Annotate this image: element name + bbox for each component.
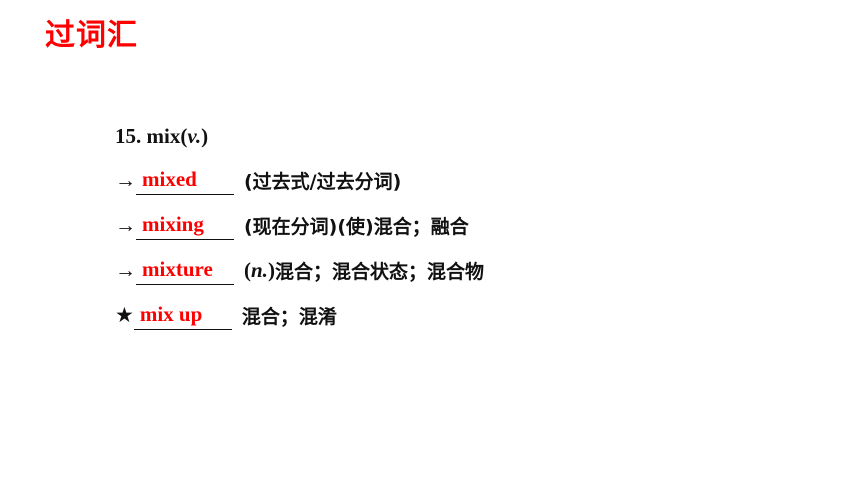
item-pos: n.	[251, 258, 268, 282]
star-icon: ★	[115, 303, 134, 327]
arrow-icon: →	[115, 213, 136, 237]
vocabulary-entry: 15. mix ( v. ) → mixed (过去式/过去分词) → mixi…	[115, 116, 815, 338]
answer-blank: mixture	[136, 256, 234, 285]
entry-heading: 15. mix ( v. )	[115, 116, 815, 156]
list-item: → mixture ( n. ) 混合；混合状态；混合物	[115, 248, 815, 293]
list-item: → mixing (现在分词)(使)混合；融合	[115, 203, 815, 248]
answer-text: mixing	[142, 212, 204, 236]
item-note: 混合；混合状态；混合物	[274, 261, 484, 283]
page-title: 过词汇	[45, 18, 138, 53]
arrow-icon: →	[115, 168, 136, 192]
list-item: ★ mix up 混合；混淆	[115, 293, 815, 338]
entry-number: 15.	[115, 123, 142, 148]
answer-text: mix up	[139, 302, 203, 326]
arrow-icon: →	[115, 258, 136, 282]
answer-blank: mix up	[133, 301, 232, 330]
item-note: (现在分词)(使)混合；融合	[244, 216, 469, 238]
item-note: (过去式/过去分词)	[244, 171, 402, 193]
item-pos-close: )	[267, 258, 275, 282]
item-pos-open: (	[244, 258, 251, 282]
answer-text: mixed	[142, 167, 197, 191]
entry-pos-open: (	[180, 123, 188, 148]
entry-pos: v.	[187, 123, 202, 148]
answer-blank: mixing	[136, 211, 234, 240]
entry-pos-close: )	[201, 123, 209, 148]
entry-word: mix	[146, 123, 181, 148]
answer-text: mixture	[142, 257, 213, 281]
list-item: → mixed (过去式/过去分词)	[115, 158, 815, 203]
answer-blank: mixed	[136, 166, 234, 195]
item-note: 混合；混淆	[241, 306, 337, 328]
